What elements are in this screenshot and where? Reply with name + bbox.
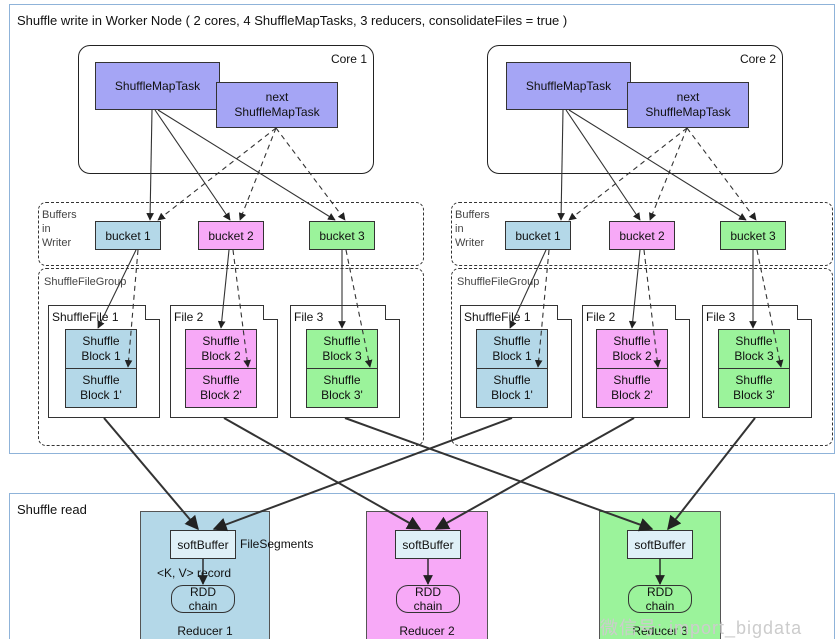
bucket-1: bucket 1 <box>95 221 161 250</box>
file-segments-label: FileSegments <box>240 537 314 551</box>
bucket-2: bucket 2 <box>609 221 675 250</box>
shuffle-map-task: ShuffleMapTask <box>95 62 220 110</box>
bucket-2: bucket 2 <box>198 221 264 250</box>
file-label: File 2 <box>174 310 204 324</box>
next-shuffle-map-task: next ShuffleMapTask <box>216 82 338 128</box>
shuffle-block: Shuffle Block 1 <box>65 329 137 369</box>
file-fold <box>263 305 278 320</box>
watermark: 微信号: import_bigdata <box>600 618 803 638</box>
shuffle-block: Shuffle Block 1' <box>476 368 548 408</box>
reducer-label: Reducer 2 <box>399 624 455 638</box>
rdd-chain: RDD chain <box>396 585 460 613</box>
shuffle-block: Shuffle Block 2 <box>596 329 668 369</box>
file-label: ShuffleFile 1 <box>52 310 119 324</box>
soft-buffer: softBuffer <box>627 530 693 559</box>
file-label: File 2 <box>586 310 616 324</box>
file-fold <box>675 305 690 320</box>
file-label: ShuffleFile 1 <box>464 310 531 324</box>
read-title: Shuffle read <box>17 502 87 517</box>
reducer-label: Reducer 1 <box>177 624 233 638</box>
bucket-3: bucket 3 <box>309 221 375 250</box>
file-label: File 3 <box>706 310 736 324</box>
soft-buffer: softBuffer <box>395 530 461 559</box>
rdd-chain: RDD chain <box>171 585 235 613</box>
shuffle-block: Shuffle Block 3 <box>718 329 790 369</box>
file-label: File 3 <box>294 310 324 324</box>
shuffle-block: Shuffle Block 3' <box>718 368 790 408</box>
shuffle-map-task: ShuffleMapTask <box>506 62 631 110</box>
next-shuffle-map-task: next ShuffleMapTask <box>627 82 749 128</box>
bucket-1: bucket 1 <box>505 221 571 250</box>
buffers-label: Buffers in Writer <box>42 209 77 249</box>
shuffle-block: Shuffle Block 2' <box>185 368 257 408</box>
shuffle-block: Shuffle Block 3' <box>306 368 378 408</box>
rdd-chain: RDD chain <box>628 585 692 613</box>
core-label: Core 1 <box>330 52 367 66</box>
record-label: <K, V> record <box>157 566 232 580</box>
reducer-label: Reducer 3 <box>632 624 688 638</box>
shuffle-block: Shuffle Block 2 <box>185 329 257 369</box>
shuffle-file-group-label: ShuffleFileGroup <box>457 276 540 288</box>
soft-buffer: softBuffer <box>170 530 236 559</box>
write-title: Shuffle write in Worker Node ( 2 cores, … <box>17 13 568 28</box>
core-label: Core 2 <box>739 52 776 66</box>
shuffle-block: Shuffle Block 3 <box>306 329 378 369</box>
file-fold <box>557 305 572 320</box>
shuffle-block: Shuffle Block 1' <box>65 368 137 408</box>
shuffle-file-group-label: ShuffleFileGroup <box>44 276 127 288</box>
bucket-3: bucket 3 <box>720 221 786 250</box>
file-fold <box>145 305 160 320</box>
shuffle-block: Shuffle Block 1 <box>476 329 548 369</box>
buffers-label: Buffers in Writer <box>455 209 490 249</box>
file-fold <box>385 305 400 320</box>
file-fold <box>797 305 812 320</box>
shuffle-block: Shuffle Block 2' <box>596 368 668 408</box>
